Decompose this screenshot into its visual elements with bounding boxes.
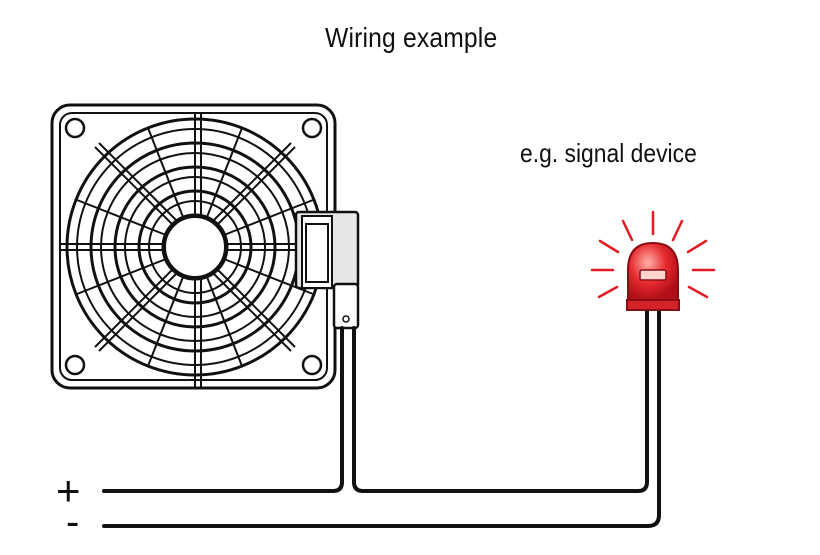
negative-terminal-label: - (66, 500, 80, 544)
signal-lamp-icon (590, 210, 716, 311)
wiring-lines (102, 308, 661, 528)
signal-device-label: e.g. signal device (520, 138, 697, 168)
positive-terminal-label: + (56, 467, 81, 514)
thermostat-icon (294, 210, 360, 330)
diagram-title: Wiring example (325, 22, 498, 53)
fan-filter-icon (50, 103, 337, 390)
